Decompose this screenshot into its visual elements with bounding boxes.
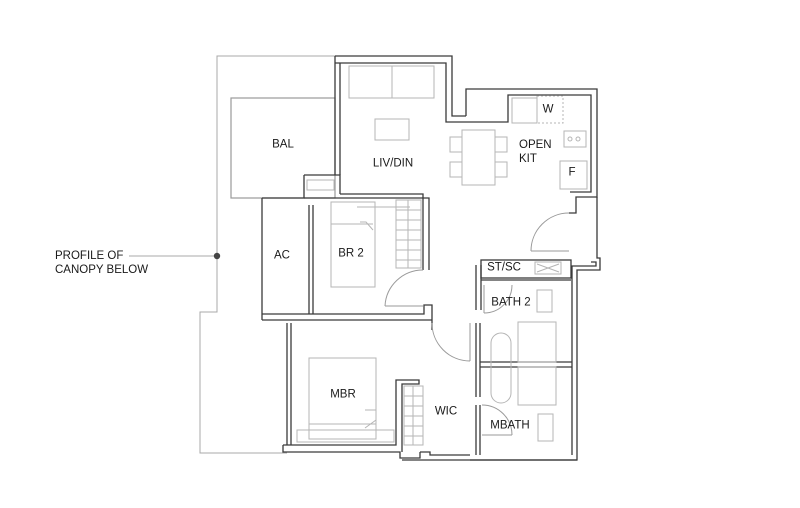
- label-washer: W: [542, 103, 554, 116]
- canopy-leader: [129, 252, 221, 260]
- doors: [384, 212, 570, 436]
- room-label-bedroom-2: BR 2: [338, 247, 364, 260]
- room-label-walk-in-closet: WIC: [434, 405, 458, 418]
- room-label-balcony: BAL: [272, 138, 294, 151]
- room-label-master-bedroom: MBR: [330, 388, 356, 401]
- canopy-annotation-line2: CANOPY BELOW: [55, 264, 149, 276]
- furniture: [296, 65, 588, 446]
- room-label-bath-2: BATH 2: [491, 296, 531, 309]
- room-label-master-bath: MBATH: [490, 419, 530, 432]
- room-label-ac: AC: [274, 249, 290, 262]
- room-label-open: OPEN: [519, 139, 552, 151]
- exterior-walls: [261, 55, 601, 461]
- room-label-kitchen: KIT: [519, 153, 537, 165]
- room-label-store: ST/SC: [487, 261, 521, 274]
- canopy-outline: [199, 55, 335, 454]
- room-label-living-dining: LIV/DIN: [372, 157, 414, 170]
- label-fridge: F: [568, 166, 576, 179]
- canopy-annotation-line1: PROFILE OF: [55, 250, 124, 262]
